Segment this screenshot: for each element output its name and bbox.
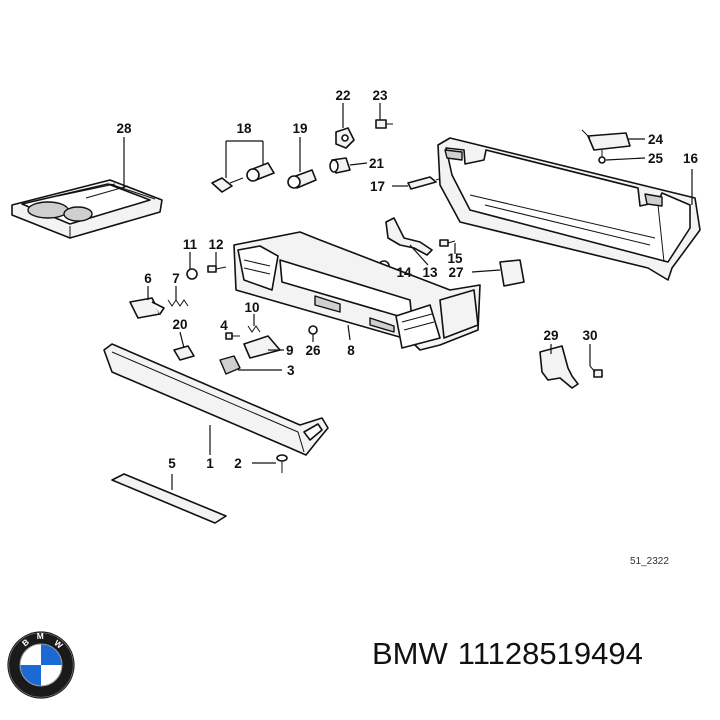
part-26-clip <box>308 325 318 335</box>
label-14: 14 <box>396 265 412 280</box>
label-18: 18 <box>236 121 252 136</box>
label-16: 16 <box>683 151 699 166</box>
label-27: 27 <box>448 265 463 280</box>
leader-27 <box>471 269 501 273</box>
part-8-center-panel <box>233 231 481 351</box>
label-4: 4 <box>220 318 228 333</box>
label-5: 5 <box>168 456 176 471</box>
part-29-bracket <box>539 345 579 389</box>
part-5-trim-strip <box>111 473 227 524</box>
part-4-screw <box>225 332 240 340</box>
label-26: 26 <box>305 343 321 358</box>
label-2: 2 <box>234 456 242 471</box>
label-20: 20 <box>172 317 187 332</box>
bmw-roundel-icon: B M W <box>7 631 75 699</box>
label-3: 3 <box>287 363 295 378</box>
label-12: 12 <box>208 237 223 252</box>
label-23: 23 <box>372 88 388 103</box>
leader-25 <box>605 157 646 161</box>
part-2-screw <box>276 454 288 473</box>
part-1-glove-box-lid <box>103 343 329 456</box>
leader-18 <box>225 140 264 178</box>
label-25: 25 <box>648 151 664 166</box>
part-28-tray <box>11 179 163 239</box>
part-18-lock-set <box>211 162 275 193</box>
leader-21 <box>349 162 368 166</box>
label-8: 8 <box>347 343 355 358</box>
part-24-switch <box>581 129 631 164</box>
part-27-cover <box>499 259 525 287</box>
part-10-spring <box>247 325 261 333</box>
part-23-screw <box>375 119 393 129</box>
label-19: 19 <box>292 121 307 136</box>
label-24: 24 <box>648 132 664 147</box>
label-28: 28 <box>116 121 132 136</box>
part-7-spring <box>167 299 189 307</box>
part-21-cap <box>329 157 351 174</box>
part-12-screw <box>207 265 227 273</box>
leader-8 <box>347 324 351 341</box>
label-29: 29 <box>543 328 558 343</box>
part-11-washer <box>186 268 198 280</box>
diagram-code: 51_2322 <box>630 556 669 567</box>
label-17: 17 <box>370 179 385 194</box>
label-1: 1 <box>206 456 214 471</box>
label-6: 6 <box>144 271 152 286</box>
svg-text:B: B <box>20 637 31 649</box>
label-22: 22 <box>335 88 350 103</box>
part-22-clip <box>335 127 355 149</box>
leader-13 <box>409 244 429 266</box>
part-30-screw <box>589 365 603 378</box>
part-9-hinge <box>243 335 281 359</box>
part-15-screw <box>439 239 456 247</box>
label-9: 9 <box>286 343 294 358</box>
part-3-handle <box>219 355 241 375</box>
brand-name: BMW <box>372 636 448 671</box>
leader-20 <box>179 331 185 349</box>
svg-text:M: M <box>37 631 44 641</box>
part-number: 11128519494 <box>457 636 643 671</box>
part-16-glove-box-bin <box>437 137 701 281</box>
part-13-bracket <box>385 217 433 256</box>
label-30: 30 <box>582 328 597 343</box>
label-7: 7 <box>172 271 180 286</box>
part-17-pin <box>407 176 443 190</box>
part-6-latch <box>129 297 165 319</box>
part-20-hook <box>173 345 195 361</box>
label-10: 10 <box>244 300 259 315</box>
part-number-caption: BMW 11128519494 <box>372 636 653 672</box>
part-19-lock-cylinder <box>287 169 317 189</box>
label-13: 13 <box>422 265 438 280</box>
label-15: 15 <box>447 251 463 266</box>
label-11: 11 <box>183 237 198 252</box>
label-21: 21 <box>369 156 385 171</box>
